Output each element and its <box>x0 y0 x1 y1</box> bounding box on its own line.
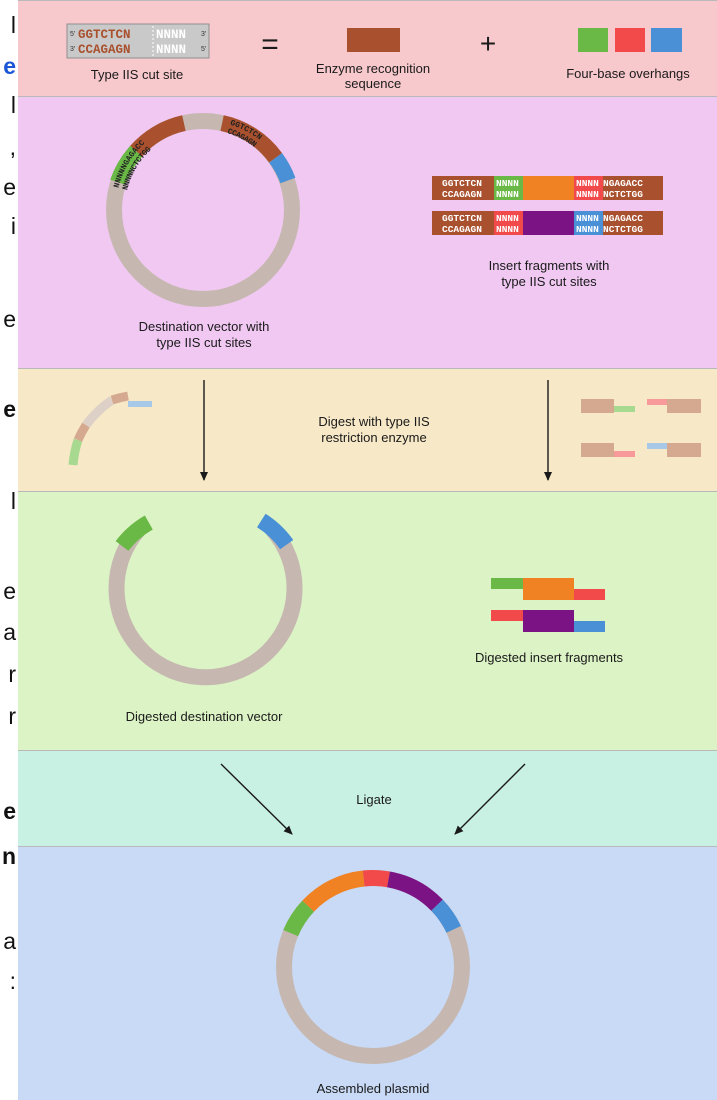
digest-label-line2: restriction enzyme <box>321 430 426 445</box>
recognition-label-line2: sequence <box>345 76 401 91</box>
insert-label-line1: Insert fragments with <box>489 258 610 273</box>
vector-overhang-green <box>110 145 143 186</box>
left-text-fragment: r <box>8 661 16 687</box>
five-prime-top: 5' <box>70 31 75 38</box>
assembled-plasmid <box>276 870 470 1064</box>
overhang-swatch-blue <box>651 28 682 52</box>
overhangs-label: Four-base overhangs <box>566 66 690 81</box>
equals-sign: = <box>261 28 279 61</box>
left-text-fragment: e <box>3 306 16 332</box>
overhang-swatch-green <box>578 28 608 52</box>
left-text-fragment: e <box>3 53 16 79</box>
ligate-panel <box>18 750 717 846</box>
digested-insert-label: Digested insert fragments <box>475 650 624 665</box>
svg-text:CCAGAGN: CCAGAGN <box>442 224 482 235</box>
five-prime-bottom: 5' <box>201 46 206 53</box>
left-text-fragment: r <box>8 703 16 729</box>
svg-text:NNNN: NNNN <box>576 213 599 224</box>
svg-text:NNNN: NNNN <box>496 189 519 200</box>
cut-site-label: Type IIS cut site <box>91 67 184 82</box>
dna-top-overhang: NNNN <box>156 28 186 42</box>
three-prime-top: 3' <box>201 31 206 38</box>
dna-bottom-recognition: CCAGAGN <box>78 43 131 57</box>
recognition-sequence-swatch <box>347 28 400 52</box>
svg-text:NCTCTGG: NCTCTGG <box>603 224 643 235</box>
left-text-fragment: : <box>9 968 16 994</box>
cut-site-box <box>66 23 210 59</box>
left-text-fragment: e <box>3 798 16 824</box>
left-text-fragment: a <box>3 619 16 645</box>
three-prime-bottom: 3' <box>70 46 75 53</box>
insert-label-line2: type IIS cut sites <box>501 274 597 289</box>
left-text-fragment: , <box>9 134 16 160</box>
digest-label-line1: Digest with type IIS <box>318 414 430 429</box>
svg-text:NNNN: NNNN <box>576 224 599 235</box>
plus-sign: + <box>480 28 496 59</box>
svg-text:CCAGAGN: CCAGAGN <box>442 189 482 200</box>
recognition-label-line1: Enzyme recognition <box>316 61 430 76</box>
vector-label-line2: type IIS cut sites <box>156 335 252 350</box>
left-text-fragment: e <box>3 396 16 422</box>
insert-fragment-orange: GGTCTCN CCAGAGN NNNN NNNN NNNN NNNN NGAG… <box>432 176 663 200</box>
svg-text:NNNN: NNNN <box>496 178 519 189</box>
ligate-label: Ligate <box>356 792 391 807</box>
left-text-fragment: n <box>1 843 16 869</box>
assembled-plasmid-label: Assembled plasmid <box>317 1081 430 1096</box>
dna-top-recognition: GGTCTCN <box>78 28 131 42</box>
svg-text:GGTCTCN: GGTCTCN <box>442 178 482 189</box>
svg-text:GGTCTCN: GGTCTCN <box>442 213 482 224</box>
left-text-fragment: e <box>3 578 16 604</box>
vector-recognition-left <box>130 115 186 157</box>
svg-text:NNNN: NNNN <box>496 213 519 224</box>
left-text-fragment: l <box>10 488 16 514</box>
ligate-arrow-left <box>220 763 293 835</box>
svg-text:NNNN: NNNN <box>576 189 599 200</box>
svg-text:NCTCTGG: NCTCTGG <box>603 189 643 200</box>
dna-bottom-overhang: NNNN <box>156 43 186 57</box>
svg-text:NNNN: NNNN <box>576 178 599 189</box>
digested-insert-fragments <box>491 578 605 632</box>
digested-insert-faded <box>581 399 701 457</box>
vector-label-line1: Destination vector with <box>139 319 270 334</box>
vector-recognition-right <box>220 115 283 163</box>
digested-vector-label: Digested destination vector <box>126 709 283 724</box>
vector-overhang-blue <box>269 153 296 184</box>
ligate-arrow-right <box>454 763 526 835</box>
destination-vector-ring: NNNNNGAGACC NNNNNCTCTGG GGTCTCN CCAGAGN <box>106 113 300 307</box>
left-text-fragment: i <box>10 213 16 239</box>
svg-text:NGAGACC: NGAGACC <box>603 213 643 224</box>
digested-vector-fragment <box>68 391 152 466</box>
svg-text:NGAGACC: NGAGACC <box>603 178 643 189</box>
left-text-fragment: e <box>3 174 16 200</box>
digest-panel <box>18 368 717 491</box>
cut-site-legend: 5' 3' 3' 5' GGTCTCN NNNN CCAGAGN NNNN Ty… <box>66 23 210 82</box>
overhang-swatch-red <box>615 28 645 52</box>
insert-fragment-purple: GGTCTCN CCAGAGN NNNN NNNN NNNN NNNN NGAG… <box>432 211 663 235</box>
left-text-fragment: l <box>10 12 16 38</box>
left-text-fragment: l <box>10 92 16 118</box>
left-text-fragment: a <box>3 928 16 954</box>
svg-text:NNNN: NNNN <box>496 224 519 235</box>
digested-destination-vector <box>108 513 303 686</box>
